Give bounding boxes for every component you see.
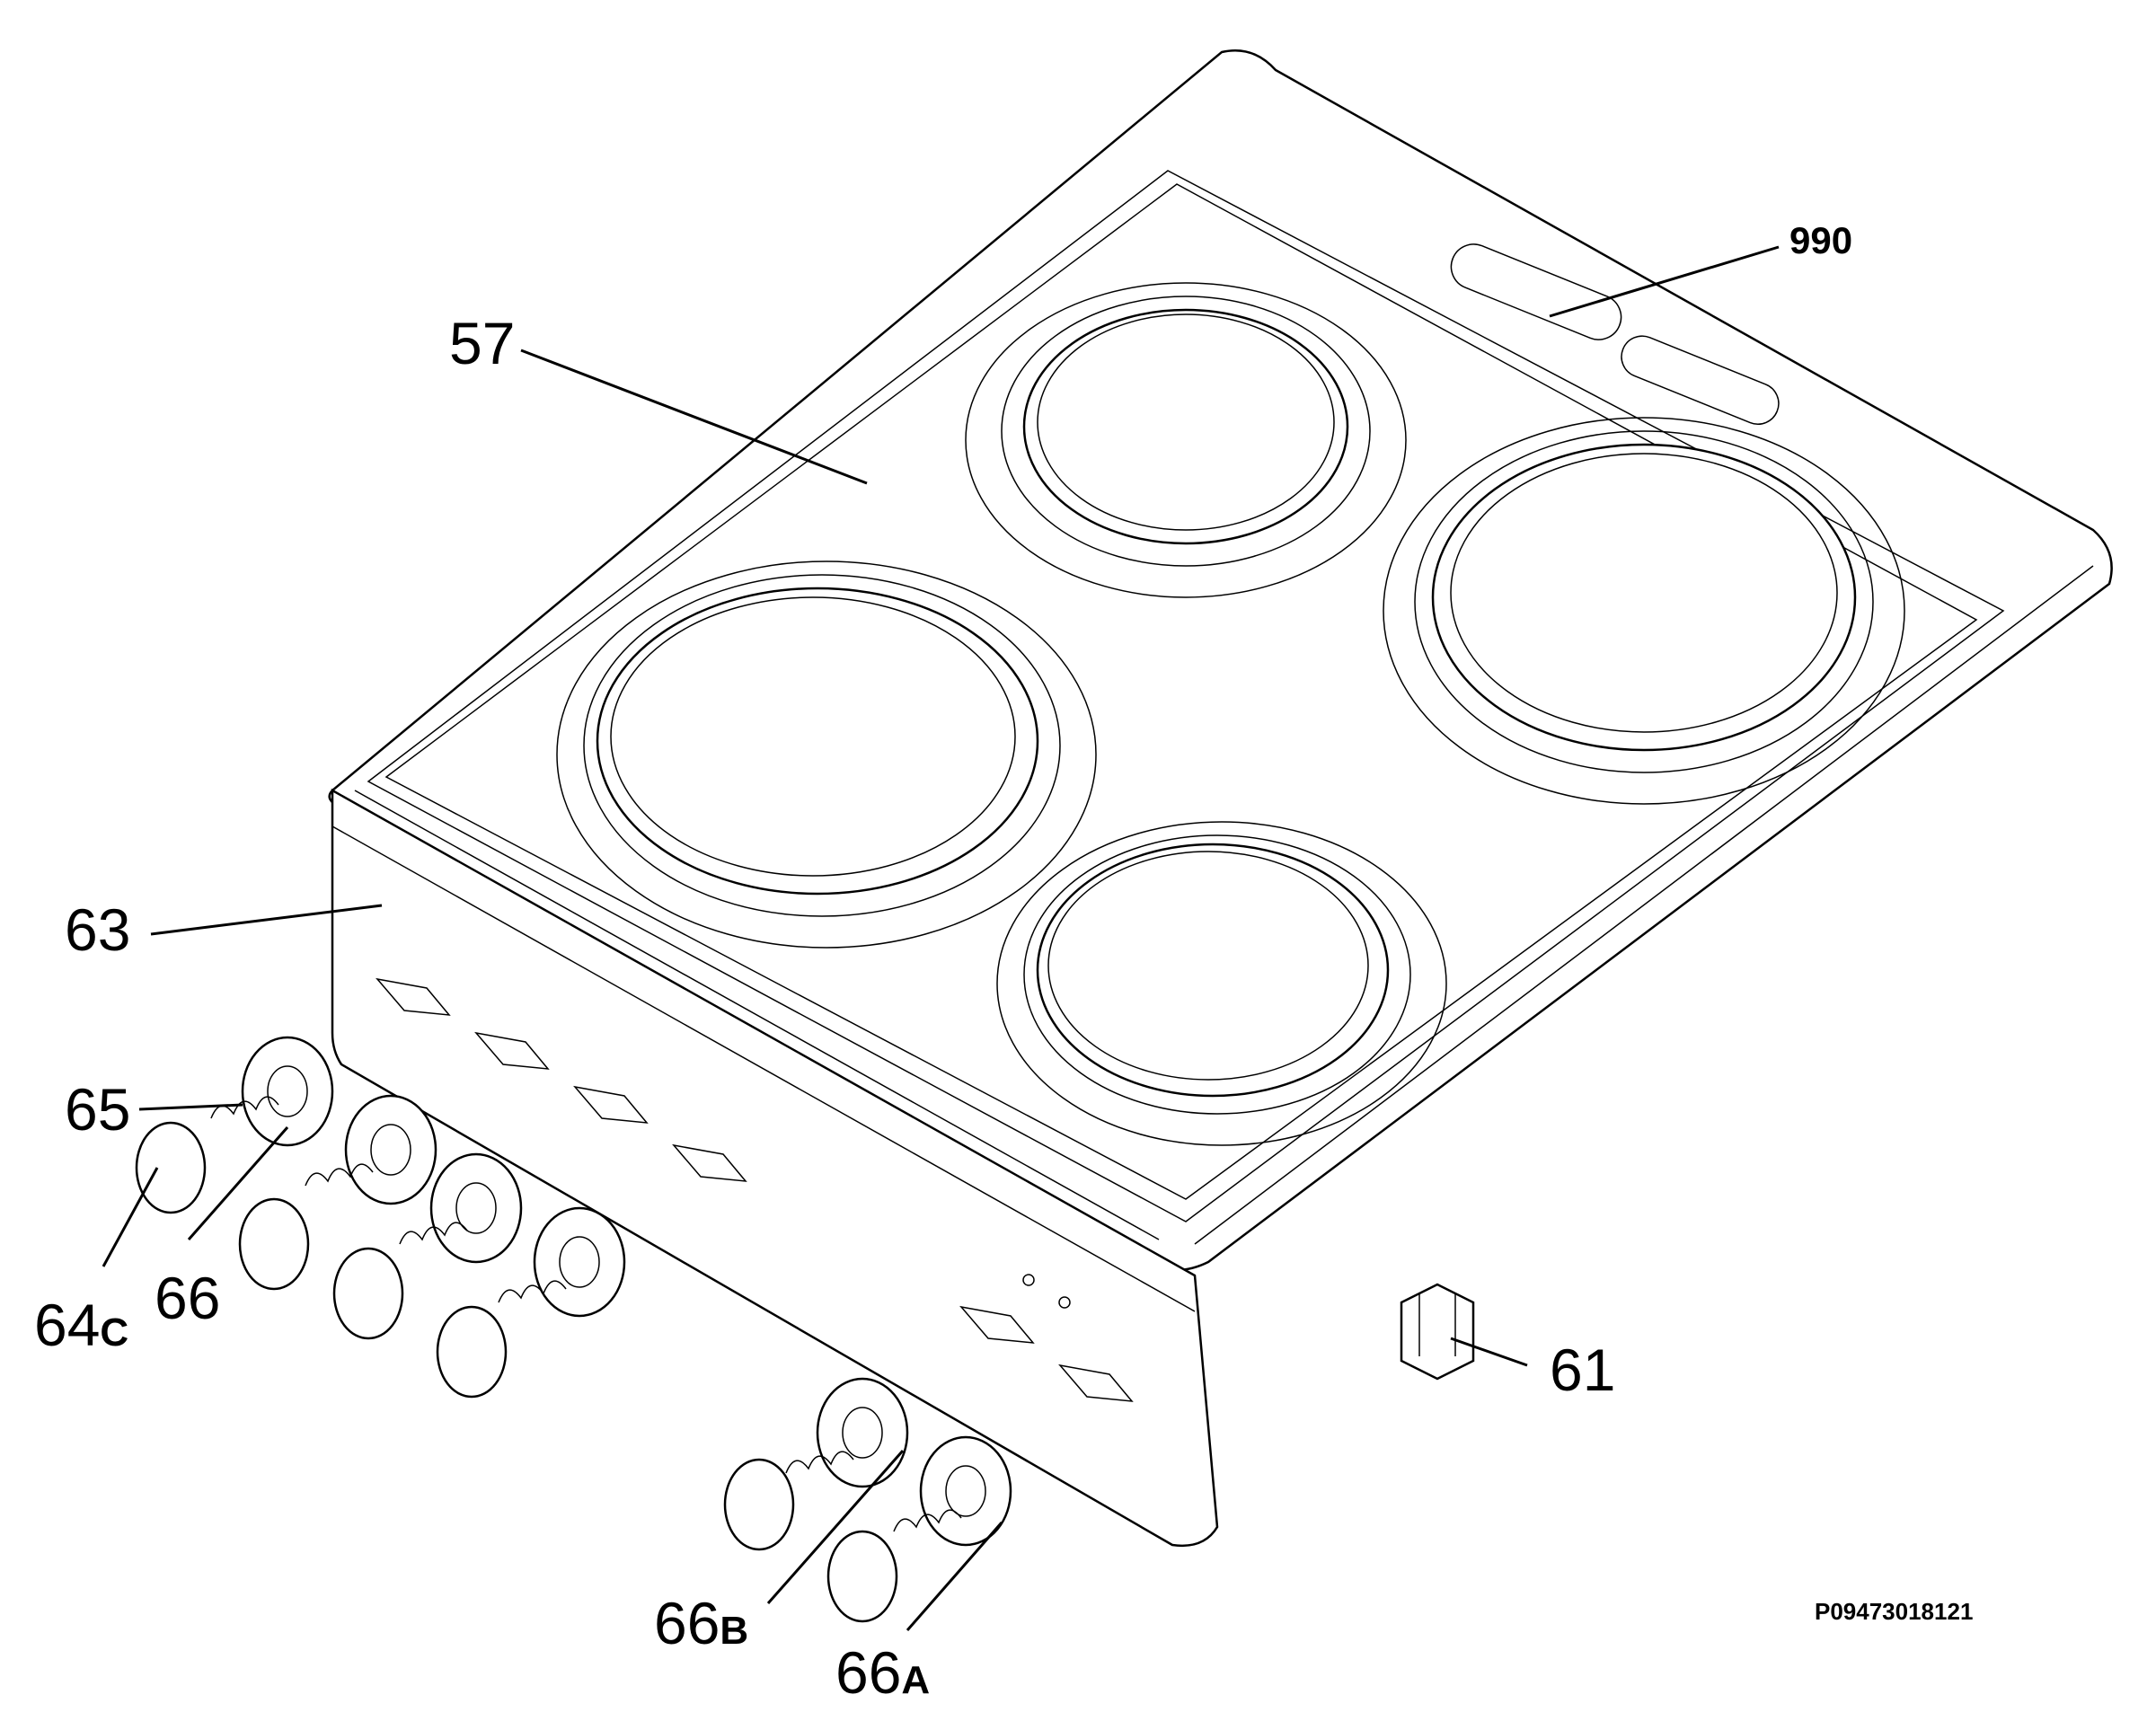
knob-assembly-6 bbox=[826, 1435, 1012, 1623]
knob-assembly-4 bbox=[436, 1206, 626, 1399]
callout-65: 65 bbox=[65, 1076, 130, 1143]
callout-990: 990 bbox=[1789, 219, 1852, 261]
knob-assembly-2 bbox=[238, 1094, 437, 1291]
leader-lines bbox=[102, 245, 1780, 1631]
control-panel bbox=[331, 788, 1219, 1548]
callout-64c: 64C bbox=[34, 1292, 128, 1358]
cooking-zone-rear-left bbox=[965, 282, 1407, 598]
callout-57: 57 bbox=[449, 310, 515, 376]
cooking-zone-front-right bbox=[996, 821, 1447, 1146]
callout-66b: 66B bbox=[654, 1590, 748, 1656]
callout-63: 63 bbox=[65, 896, 130, 963]
cooking-zone-front-left bbox=[556, 560, 1097, 949]
knob-assembly-1 bbox=[135, 1036, 334, 1214]
knob-assembly-5 bbox=[723, 1377, 909, 1551]
callout-labels: 990 57 63 65 66 64C 61 66B 66A P09473018… bbox=[34, 219, 1973, 1706]
callout-61: 61 bbox=[1550, 1337, 1615, 1403]
callout-66a: 66A bbox=[835, 1639, 930, 1706]
bracket-part bbox=[1400, 1283, 1475, 1381]
drawing-code: P09473018121 bbox=[1815, 1598, 1973, 1625]
knob-assembly-3 bbox=[332, 1152, 523, 1340]
cooking-zone-rear-right bbox=[1383, 417, 1905, 805]
callout-66: 66 bbox=[155, 1265, 220, 1331]
